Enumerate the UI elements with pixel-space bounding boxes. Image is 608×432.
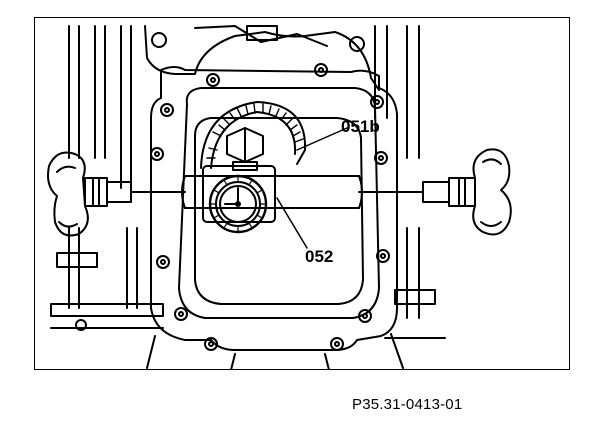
cover-recess — [194, 117, 364, 305]
housing-bolts — [150, 63, 390, 351]
scale-graduations — [206, 103, 304, 159]
callout-leaders — [276, 127, 348, 249]
hex-nut — [226, 127, 264, 171]
differential-dial-gauge-illustration: 051b 052 — [47, 25, 512, 369]
callout-051b: 051b — [341, 117, 380, 136]
upper-housing — [144, 25, 380, 91]
callout-052: 052 — [305, 247, 333, 266]
left-support-rods — [50, 25, 164, 331]
dial-knurling — [209, 175, 267, 233]
cover-plate — [178, 87, 380, 319]
dial-indicator — [208, 174, 268, 234]
right-handwheel — [358, 148, 512, 236]
graduated-scale-disc — [200, 101, 307, 169]
left-handwheel — [47, 151, 186, 237]
lower-housing — [146, 333, 404, 369]
diagram-frame: 051b 052 — [34, 17, 570, 370]
figure-reference-code: P35.31-0413-01 — [352, 396, 463, 413]
right-support-rods — [374, 25, 446, 339]
